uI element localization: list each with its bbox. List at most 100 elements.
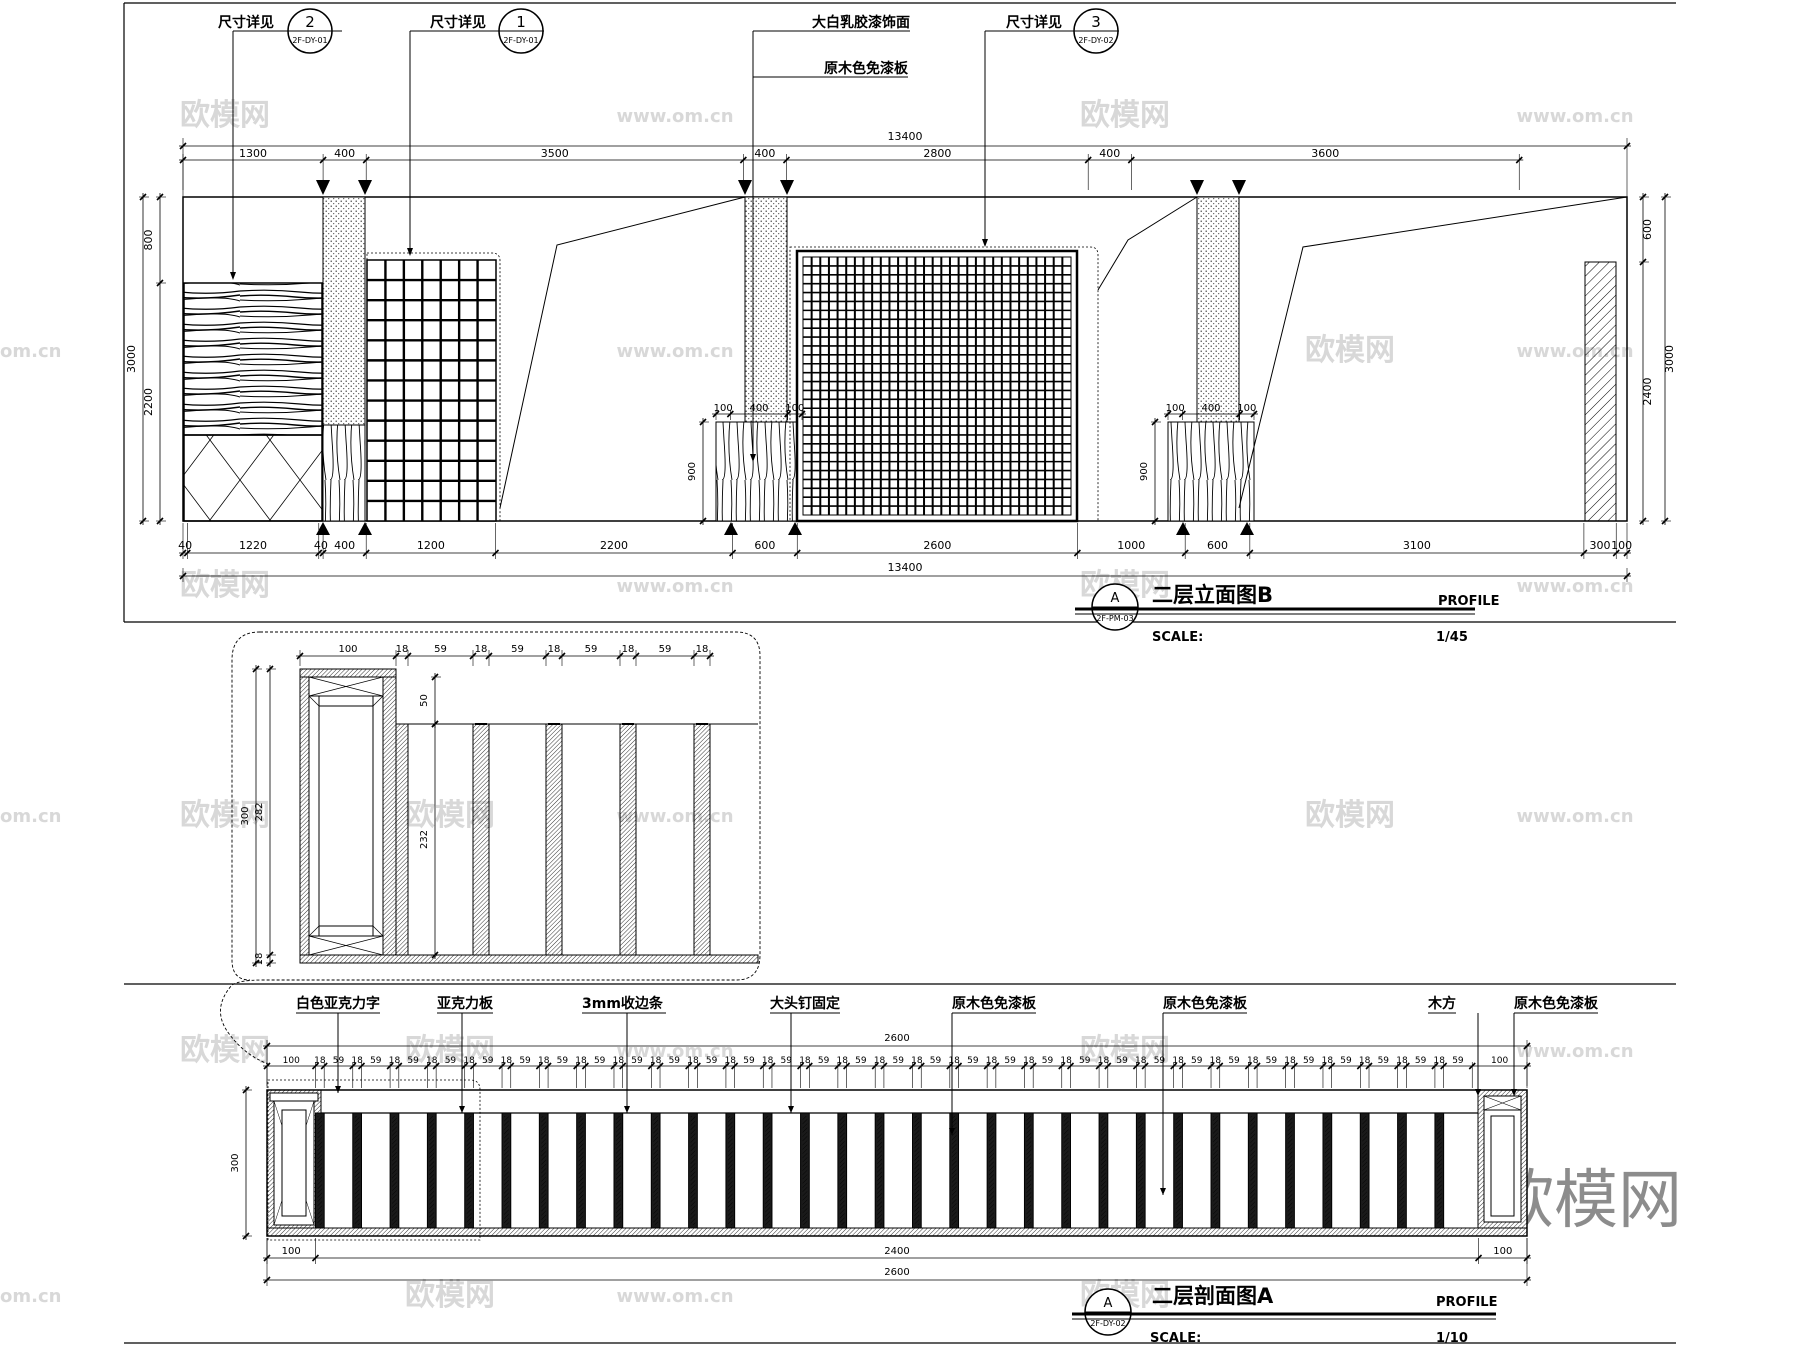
dim-label: 100 [283, 1056, 300, 1066]
marker-triangle-top [738, 180, 752, 195]
dim-label: 59 [1378, 1056, 1390, 1066]
dim-tick [768, 1062, 776, 1070]
dim-label: 59 [1452, 1056, 1464, 1066]
dim-label: 59 [434, 644, 447, 655]
dim-tick [798, 410, 806, 418]
dim-label: 400 [334, 147, 355, 160]
dim-label: 18 [1434, 1056, 1446, 1066]
dim-label: 18 [1135, 1056, 1147, 1066]
section-slat-core [541, 1116, 547, 1225]
dim-label: 18 [351, 1056, 363, 1066]
dim-tick [296, 652, 304, 660]
dim-label: 59 [407, 1056, 419, 1066]
section-scale: 1/10 [1436, 1331, 1468, 1346]
dim-tick [793, 549, 801, 557]
dim-label: 18 [1359, 1056, 1371, 1066]
dim-tick [1066, 1062, 1075, 1070]
note-paint: 大白乳胶漆饰面 [812, 14, 910, 31]
dim-tick [1523, 1062, 1531, 1070]
dim-tick [1580, 549, 1588, 557]
dim-tick [880, 1062, 888, 1070]
label-arrow [459, 1106, 465, 1113]
callout-1-ref: 2F-DY-01 [503, 36, 538, 45]
section-label: 白色亚克力字 [296, 995, 380, 1012]
dim-tick [1170, 1062, 1178, 1070]
slope-lines [499, 196, 1628, 509]
dim-tick [1020, 1062, 1029, 1070]
dim-tick [1515, 156, 1523, 164]
section-slat-core [1324, 1116, 1330, 1225]
section-bubble-letter: A [1104, 1296, 1113, 1311]
dim-label: 232 [419, 830, 430, 849]
dim-label: 59 [1116, 1056, 1128, 1066]
marker-triangle-top [1232, 180, 1246, 195]
dim-label: 400 [1201, 403, 1220, 414]
dim-tick [726, 410, 734, 418]
section-slat-core [1362, 1116, 1368, 1225]
dim-label: 2600 [884, 1267, 909, 1278]
dim-tick [656, 1062, 664, 1070]
dim-tick [179, 156, 187, 164]
dim-tick [1095, 1062, 1103, 1070]
dim-label: 18 [1098, 1056, 1110, 1066]
dim-label: 18 [650, 1056, 662, 1066]
dim-tick [320, 1062, 328, 1070]
section-label: 亚克力板 [437, 995, 494, 1012]
grid-shelf-element-1 [366, 252, 501, 522]
watermark-url: www.om.cn [1516, 1041, 1633, 1062]
dim-label: 3600 [1311, 147, 1339, 160]
dim-tick [1058, 1062, 1066, 1070]
dim-label: 18 [475, 644, 488, 655]
dim-label: 18 [696, 644, 709, 655]
callout-1-text: 尺寸详见 [430, 14, 486, 31]
dim-label: 100 [1491, 1056, 1508, 1066]
dim-label: 59 [855, 1056, 867, 1066]
dim-tick [1431, 1062, 1439, 1070]
dim-label: 900 [1139, 462, 1150, 481]
dim-tick [1623, 142, 1631, 150]
label-arrow [788, 1106, 794, 1113]
dim-label: 59 [519, 1056, 531, 1066]
dim-tick [183, 549, 191, 557]
section-markers [316, 180, 1254, 535]
dim-label: 59 [781, 1056, 793, 1066]
pillar-1-base [322, 424, 366, 522]
pillar-1 [322, 196, 366, 426]
section-slat-core [504, 1116, 509, 1225]
dim-tick [156, 279, 164, 287]
dim-tick [432, 1062, 440, 1070]
section-slat-core [1063, 1116, 1069, 1225]
dim-label: 600 [1207, 539, 1228, 552]
dim-tick [581, 1062, 589, 1070]
section-label: 原木色免漆板 [1163, 995, 1248, 1012]
dim-tick [1253, 1062, 1261, 1070]
dim-tick [266, 665, 274, 673]
section-slat-core [466, 1116, 472, 1225]
dim-tick [507, 1062, 515, 1070]
section-slat-core [1436, 1116, 1442, 1225]
dim-label: 100 [1611, 539, 1632, 552]
dim-tick [535, 1062, 543, 1070]
section-slat-core [802, 1116, 808, 1225]
dim-tick [362, 156, 370, 164]
callout-1-num: 1 [516, 13, 526, 31]
dim-label: 40 [314, 539, 328, 552]
callout-3-ref: 2F-DY-02 [1078, 36, 1113, 45]
watermark-url: www.om.cn [1516, 576, 1633, 597]
dim-label: 59 [1004, 1056, 1016, 1066]
dim-tick [1394, 1062, 1402, 1070]
callout-3: 尺寸详见 3 2F-DY-02 [982, 8, 1119, 247]
dim-label: 100 [1493, 1246, 1512, 1257]
section-slat-core [1101, 1116, 1106, 1225]
dim-tick [1207, 1062, 1215, 1070]
detail-slat [693, 723, 711, 956]
section-slat-core [765, 1116, 770, 1225]
section-label: 木方 [1427, 995, 1456, 1012]
dim-label: 18 [1396, 1056, 1408, 1066]
dim-label: 59 [930, 1056, 942, 1066]
dim-tick [311, 1062, 320, 1070]
section-slat-core [615, 1116, 621, 1225]
watermark-url: www.om.cn [616, 1286, 733, 1307]
